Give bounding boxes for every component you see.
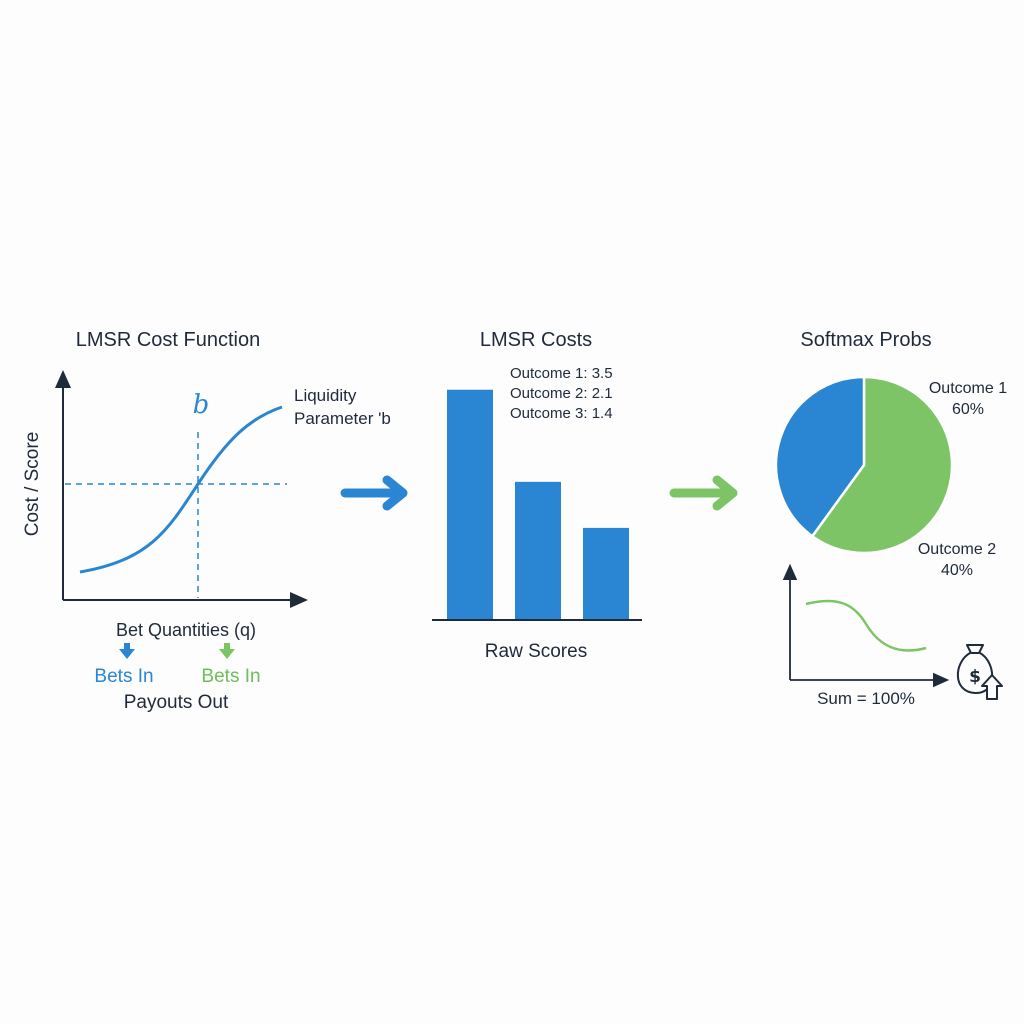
cost-y-axis-label: Cost / Score — [22, 432, 43, 537]
cost-curve — [79, 405, 283, 574]
liquidity-label-line2: Parameter 'b — [294, 409, 391, 428]
panel2-title: LMSR Costs — [480, 329, 592, 351]
costs-bar-panel: LMSR Costs Outcome 1: 3.5 Outcome 2: 2.1… — [432, 329, 642, 662]
payouts-out: Payouts Out — [124, 692, 229, 713]
sum-curve — [805, 599, 927, 652]
panel3-title: Softmax Probs — [800, 329, 931, 351]
bar-outcome-1 — [447, 389, 493, 620]
bar-outcome-3 — [583, 527, 629, 620]
legend-outcome-3: Outcome 3: 1.4 — [510, 405, 613, 422]
bar-outcome-2 — [515, 481, 561, 620]
raw-scores-label: Raw Scores — [485, 641, 587, 662]
money-bag-icon: $ — [956, 644, 994, 695]
cost-function-panel: LMSR Cost Function Cost / Score b Liquid… — [22, 329, 391, 713]
softmax-panel: Softmax Probs Outcome 1 60% Outcome 2 40… — [774, 329, 1007, 708]
pie-chart — [774, 375, 954, 555]
legend-outcome-1: Outcome 1: 3.5 — [510, 365, 613, 382]
bets-in-right: Bets In — [201, 666, 260, 687]
cost-x-axis-label: Bet Quantities (q) — [116, 620, 256, 640]
b-symbol: b — [193, 390, 210, 420]
panel1-title: LMSR Cost Function — [76, 329, 261, 351]
slice2-label: Outcome 2 — [918, 541, 996, 558]
slice1-label: Outcome 1 — [929, 380, 1007, 397]
slice2-value: 40% — [941, 562, 973, 579]
pie-slice-outcome-1 — [810, 375, 954, 555]
pie-slice-outcome-2 — [774, 375, 866, 538]
bar-group — [447, 389, 629, 620]
bets-in-left: Bets In — [94, 666, 153, 687]
arrow-right-icon — [340, 475, 408, 511]
slice1-value: 60% — [952, 401, 984, 418]
arrow-right-icon — [669, 475, 738, 511]
arrow-up-icon — [981, 674, 1003, 700]
sum-label: Sum = 100% — [817, 689, 915, 708]
arrow-down-icon — [119, 643, 135, 659]
legend-outcome-2: Outcome 2: 2.1 — [510, 385, 613, 402]
liquidity-label-line1: Liquidity — [294, 386, 357, 405]
svg-text:$: $ — [969, 667, 981, 687]
arrow-down-icon — [219, 643, 235, 659]
